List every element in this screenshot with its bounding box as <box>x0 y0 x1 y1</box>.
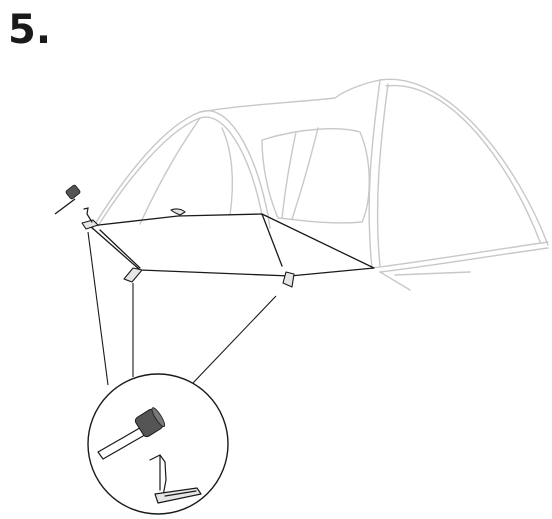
detail-circle <box>87 373 229 515</box>
tent-main-pole-front-inner <box>376 83 389 267</box>
tent-vestibule-line-b <box>221 127 234 216</box>
tent-body <box>91 78 549 291</box>
tent-canopy-top <box>199 79 381 113</box>
tent-main-pole <box>379 78 549 246</box>
stake-hook-small-icon <box>83 207 93 223</box>
stake-back-left <box>81 219 99 230</box>
stake-front-right <box>282 271 295 288</box>
tent-main-pole-front <box>368 79 381 269</box>
callout-line-right <box>191 295 277 385</box>
detail-magnifier <box>87 373 229 515</box>
mallet-small-icon <box>54 184 81 215</box>
tent-vestibule-line <box>139 117 201 225</box>
tent-guy-line-b <box>394 271 471 276</box>
callout-lines <box>87 231 277 386</box>
step-number: 5. <box>8 7 52 53</box>
corner-stakes <box>81 208 295 288</box>
tent-window <box>261 128 370 224</box>
footprint-inner-edge <box>99 229 141 269</box>
stake-back-middle <box>170 208 186 216</box>
tent-base-right <box>371 241 549 269</box>
stake-front-left <box>123 267 143 283</box>
stake-large-icon <box>149 454 202 504</box>
tent-base-right-lower <box>379 247 549 273</box>
tent-window-divider-a <box>281 131 297 219</box>
footprint-front-edge <box>261 213 283 267</box>
callout-line-left <box>87 231 109 386</box>
mallet-large-icon <box>97 407 166 460</box>
tent-guy-line <box>379 271 411 291</box>
tent-main-pole-inner <box>385 84 541 243</box>
tent-window-divider-b <box>291 127 319 220</box>
